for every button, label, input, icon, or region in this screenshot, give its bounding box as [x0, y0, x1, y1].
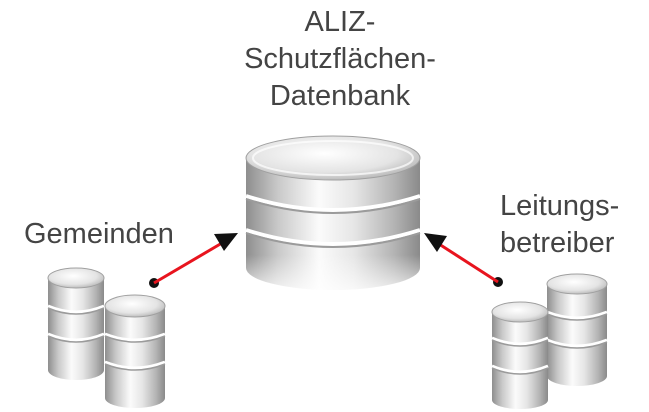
central-database-icon	[245, 135, 421, 295]
right-database-front-icon	[491, 301, 549, 409]
right-label-line-2: betreiber	[500, 227, 615, 259]
central-title-line-1: ALIZ-	[304, 6, 376, 38]
left-arrow-icon	[149, 233, 238, 288]
left-database-front-icon	[104, 294, 166, 408]
left-database-label: Gemeinden	[24, 218, 174, 250]
right-arrow-icon	[424, 233, 503, 287]
left-database-back-icon	[47, 267, 105, 380]
right-database-label: Leitungs- betreiber	[500, 188, 619, 262]
right-label-line-1: Leitungs-	[500, 190, 620, 222]
right-database-back-icon	[546, 273, 608, 386]
central-database-label: ALIZ- Schutzflächen- Datenbank	[220, 4, 460, 115]
central-title-line-3: Datenbank	[269, 80, 411, 112]
central-title-line-2: Schutzflächen-	[244, 43, 436, 75]
